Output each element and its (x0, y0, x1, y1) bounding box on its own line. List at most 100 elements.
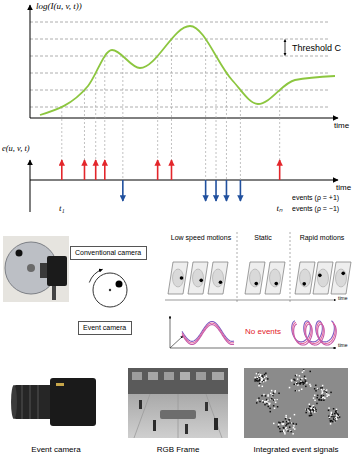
speckle (333, 416, 335, 418)
time-axis (30, 118, 338, 119)
phase-label: Static (254, 234, 272, 242)
speckle (305, 386, 307, 388)
speckle (261, 380, 263, 382)
speckle (305, 381, 307, 383)
speckle (260, 382, 262, 384)
camera-frames (168, 262, 351, 294)
leader-line (157, 56, 158, 160)
speckle (278, 426, 280, 428)
speckle (259, 377, 261, 379)
speckle (288, 419, 290, 421)
speckle (321, 389, 323, 391)
speckle (310, 415, 312, 417)
speckle (303, 369, 305, 371)
speckle (274, 399, 276, 401)
speckle (259, 379, 261, 381)
speckle (334, 421, 336, 423)
speckle (313, 397, 315, 399)
frame-disk (270, 269, 281, 287)
speckle (330, 420, 332, 422)
event-leader-lines (62, 39, 280, 180)
speckle (326, 389, 328, 391)
frame-outline (331, 262, 351, 294)
camera-badge (56, 383, 64, 386)
y-axis (30, 5, 31, 118)
speckle (328, 410, 330, 412)
frame-outline (168, 262, 188, 294)
speckle (279, 428, 281, 430)
speckle (295, 390, 297, 392)
speckle (320, 397, 322, 399)
speckle (275, 402, 277, 404)
speckle (272, 396, 274, 398)
axis-label: time (334, 121, 349, 130)
speckle (254, 377, 256, 379)
speckle (329, 417, 331, 419)
building (128, 368, 228, 394)
speckle (277, 406, 279, 408)
axis (170, 316, 171, 348)
no-events-note: No events (243, 327, 283, 336)
speckle (284, 433, 286, 435)
time-axis (30, 180, 338, 181)
speckle (323, 389, 325, 391)
speckle (326, 392, 328, 394)
speckle (266, 403, 268, 405)
speckle (254, 379, 256, 381)
camera-lens (40, 263, 48, 278)
lens-front (11, 385, 17, 419)
leader-line (240, 90, 241, 180)
speckle (286, 424, 288, 426)
lens-ring (22, 385, 23, 419)
frame-dot (254, 282, 258, 286)
level-line (30, 90, 330, 91)
frame (168, 262, 188, 294)
floor-lines (134, 394, 222, 438)
phase-separators (237, 232, 290, 304)
speckle (315, 385, 317, 387)
speckle (308, 408, 310, 410)
frame-dot (274, 282, 278, 286)
camera-photo (3, 236, 69, 302)
image-caption: RGB Frame (157, 445, 200, 454)
speckle (299, 383, 301, 385)
positive-event (279, 160, 281, 180)
speckle (267, 394, 269, 396)
positive-event (157, 160, 159, 180)
positive-event (84, 160, 86, 180)
camera-box: Conventional camera (70, 246, 147, 260)
rapid-trace (292, 321, 335, 342)
speckle (322, 385, 324, 387)
speckle (330, 392, 332, 394)
speckle (283, 427, 285, 429)
speckle (310, 407, 312, 409)
speckle (276, 399, 278, 401)
speckle (262, 375, 264, 377)
speckle (311, 408, 313, 410)
speckle (293, 425, 295, 427)
window (148, 372, 158, 380)
speckle (323, 397, 325, 399)
speckle (272, 395, 274, 397)
speckle (305, 381, 307, 383)
speckle (264, 377, 266, 379)
speckle (305, 412, 307, 414)
speckle (334, 413, 336, 415)
camera-lens (14, 385, 52, 419)
speckle (292, 433, 294, 435)
speckle (283, 430, 285, 432)
speckle (311, 408, 313, 410)
speckle (289, 426, 291, 428)
threshold-label: Threshold C (292, 43, 341, 53)
speckle (289, 422, 291, 424)
speckle (285, 428, 287, 430)
speckle (261, 395, 263, 397)
level-line (30, 107, 330, 108)
speckle (303, 383, 305, 385)
axis (170, 348, 336, 349)
frame (331, 262, 351, 294)
speckle (303, 382, 305, 384)
frame-disk (250, 269, 261, 287)
speckle (304, 376, 306, 378)
level-line (30, 73, 330, 74)
